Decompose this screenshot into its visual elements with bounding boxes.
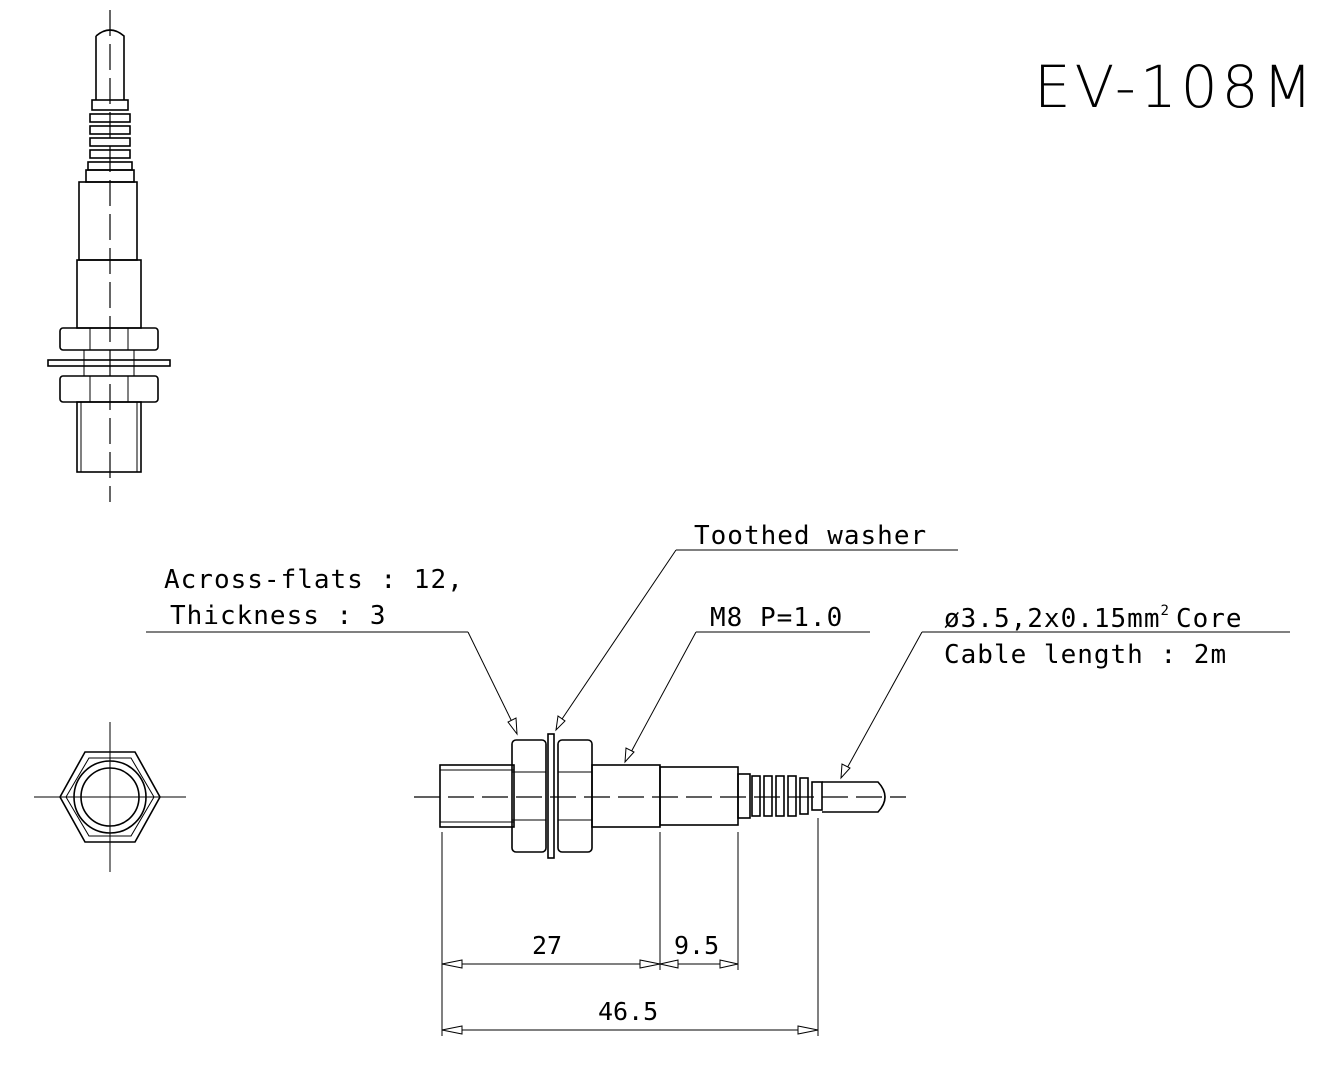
dimensions: 27 9.5 46.5: [441, 818, 819, 1036]
label-cable-length: Cable length : 2m: [944, 640, 1227, 670]
label-across-flats: Across-flats : 12,: [164, 565, 464, 595]
top-view-vertical: [47, 10, 171, 502]
end-view-hex: [34, 722, 186, 872]
dim-body-length: 9.5: [674, 931, 719, 960]
label-toothed-washer: Toothed washer: [694, 521, 927, 551]
dim-thread-length: 27: [532, 931, 562, 960]
side-view-horizontal: [414, 733, 906, 859]
strain-relief-horizontal: [737, 773, 823, 819]
model-title: EV-108M: [1034, 53, 1317, 121]
label-thread-spec: M8 P=1.0: [710, 603, 843, 633]
annotations: Across-flats : 12, Thickness : 3 Toothed…: [146, 521, 1290, 780]
label-thickness: Thickness : 3: [170, 601, 387, 631]
dim-total-length: 46.5: [598, 997, 658, 1026]
